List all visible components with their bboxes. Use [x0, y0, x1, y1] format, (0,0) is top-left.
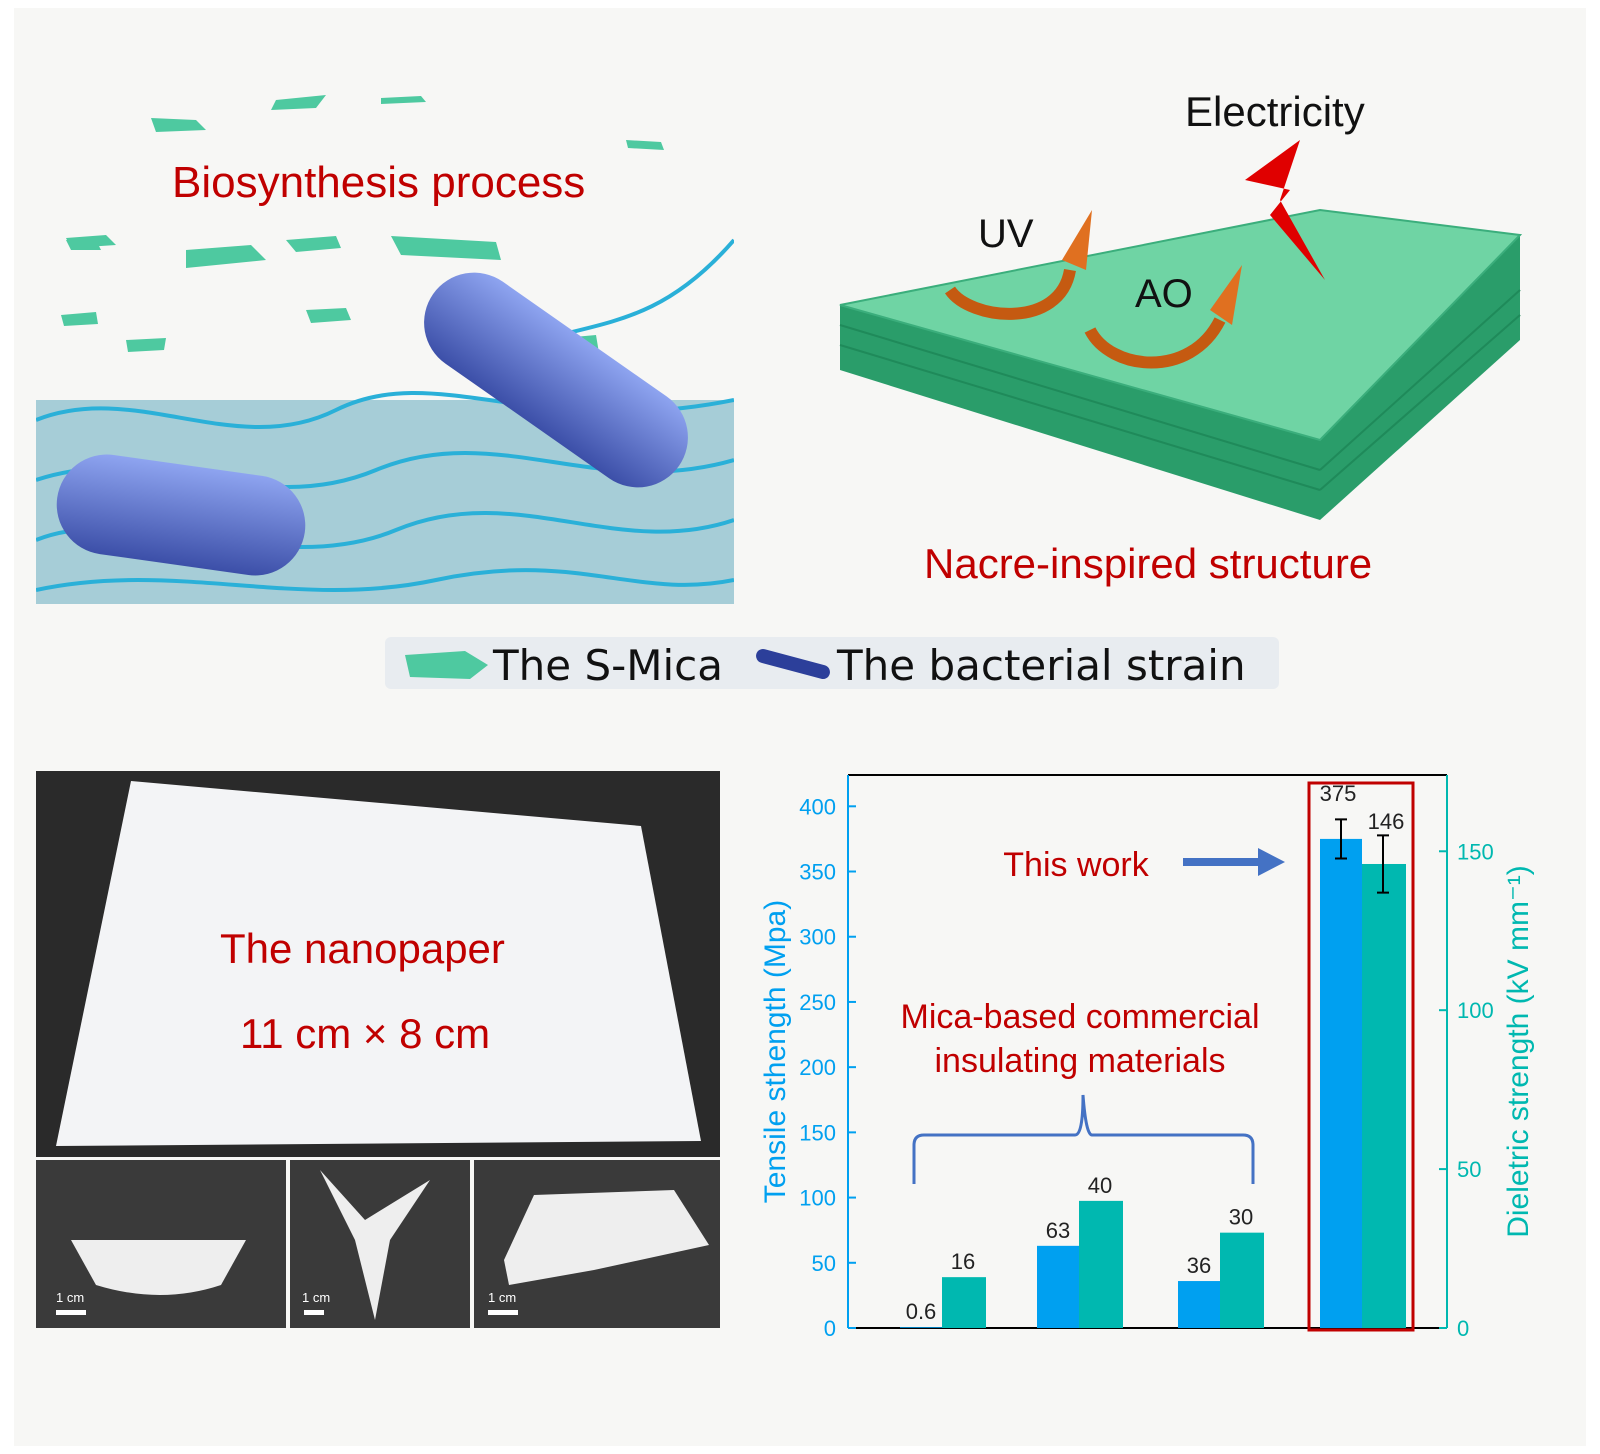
layered-structure-image — [839, 140, 1523, 520]
left-axis-title: Tensile sthength (Mpa) — [759, 900, 792, 1204]
dielectric-bar — [942, 1277, 986, 1328]
biosynthesis-title: Biosynthesis process — [172, 158, 586, 207]
dielectric-value-label: 146 — [1368, 809, 1405, 834]
origami-plane-photo: 1 cm — [474, 1160, 720, 1328]
scale-bar — [488, 1310, 518, 1315]
left-tick-label: 50 — [812, 1251, 836, 1276]
nacre-title: Nacre-inspired structure — [924, 540, 1373, 587]
mica-flake-icon — [405, 651, 488, 679]
scale-bar-label: 1 cm — [488, 1290, 517, 1305]
origami-boat-photo: 1 cm — [36, 1160, 286, 1328]
this-work-label: This work — [1003, 846, 1149, 884]
this-work-highlight-box — [1307, 781, 1415, 1332]
nanopaper-title: The nanopaper — [220, 925, 505, 972]
tensile-value-label: 375 — [1320, 781, 1357, 806]
legend-strain-label: The bacterial strain — [837, 641, 1246, 690]
tensile-value-label: 0.6 — [906, 1299, 937, 1324]
left-tick-label: 300 — [799, 925, 836, 950]
error-bar — [1377, 834, 1389, 894]
left-tick-label: 250 — [799, 990, 836, 1015]
scale-bar-label: 1 cm — [56, 1290, 85, 1305]
right-tick-label: 150 — [1457, 839, 1494, 864]
nanopaper-sheet-image — [56, 781, 701, 1146]
bacterial-strain-icon — [756, 648, 830, 680]
left-tick-label: 400 — [799, 794, 836, 819]
left-tick-label: 200 — [799, 1055, 836, 1080]
electricity-label: Electricity — [1185, 88, 1365, 135]
uv-label: UV — [978, 212, 1034, 256]
dielectric-bar — [1079, 1200, 1123, 1328]
left-tick-label: 350 — [799, 860, 836, 885]
dielectric-value-label: 16 — [951, 1249, 975, 1274]
right-axis-title: Dieletric strength (kV mm⁻¹) — [1502, 865, 1535, 1238]
left-tick-label: 150 — [799, 1120, 836, 1145]
scale-bar-label: 1 cm — [302, 1290, 331, 1305]
legend: The S-Mica The bacterial strain — [385, 637, 1279, 690]
dielectric-bar — [1220, 1232, 1264, 1328]
commercial-brace — [912, 1094, 1255, 1184]
nanopaper-size: 11 cm × 8 cm — [240, 1010, 491, 1057]
scale-bar — [304, 1310, 324, 1315]
commercial-label-line1: Mica-based commercial — [901, 998, 1260, 1036]
legend-mica-label: The S-Mica — [493, 641, 724, 690]
right-tick-label: 50 — [1457, 1157, 1481, 1182]
ao-label: AO — [1135, 272, 1193, 316]
right-tick-label: 0 — [1457, 1316, 1469, 1341]
commercial-label-line2: insulating materials — [934, 1042, 1225, 1080]
dielectric-value-label: 40 — [1088, 1173, 1112, 1198]
left-tick-label: 100 — [799, 1186, 836, 1211]
tensile-bar — [1037, 1245, 1079, 1328]
dielectric-bar — [1362, 863, 1406, 1328]
tensile-bar — [900, 1327, 942, 1328]
tensile-value-label: 36 — [1187, 1253, 1211, 1278]
error-bar — [1335, 818, 1347, 860]
biosynthesis-illustration — [35, 80, 736, 604]
right-tick-label: 100 — [1457, 998, 1494, 1023]
this-work-arrow — [1183, 848, 1285, 876]
tensile-value-label: 63 — [1046, 1218, 1070, 1243]
dielectric-value-label: 30 — [1229, 1205, 1253, 1230]
nanopaper-photo — [36, 771, 720, 1157]
origami-crane-photo: 1 cm — [290, 1160, 470, 1328]
left-tick-label: 0 — [824, 1316, 836, 1341]
nacre-illustration — [830, 140, 1530, 540]
tensile-bar — [1178, 1281, 1220, 1328]
tensile-bar — [1320, 838, 1362, 1328]
bacteria-network-image — [35, 95, 736, 604]
scale-bar — [56, 1310, 86, 1315]
